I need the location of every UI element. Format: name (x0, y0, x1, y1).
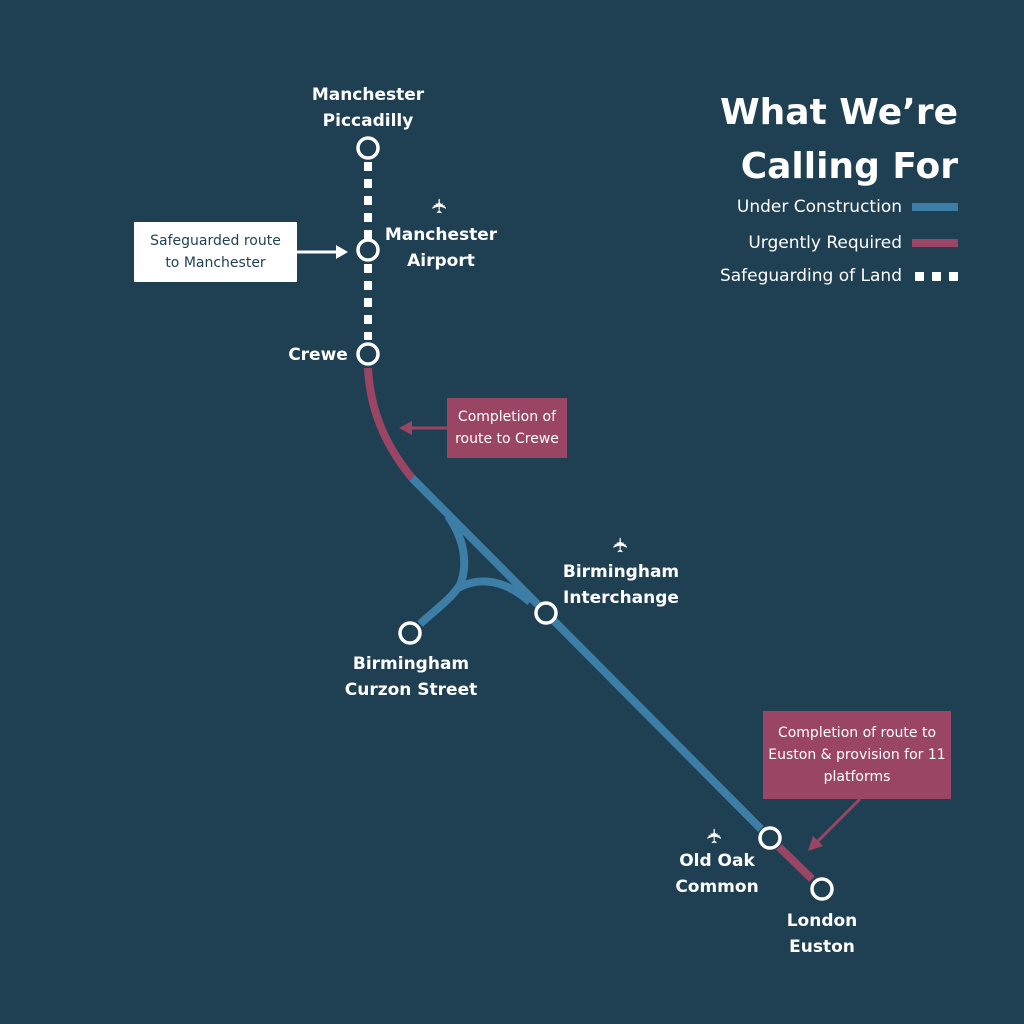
station-name: Airport (407, 251, 475, 271)
station-name: Curzon Street (344, 680, 478, 700)
legend-title-line: Calling For (740, 146, 958, 187)
legend-swatch-dots (912, 271, 958, 281)
station-birmingham-interchange[interactable] (534, 601, 558, 625)
euston-callout-arrow (816, 797, 862, 843)
label-crewe: Crewe (280, 342, 356, 368)
callout-text: Safeguarded route (150, 233, 281, 249)
label-birmingham-interchange: Birmingham Interchange (552, 559, 690, 611)
label-old-oak: Old Oak Common (664, 848, 770, 900)
main-construction-line (409, 475, 764, 832)
station-name: Birmingham (352, 654, 470, 674)
arrowhead (808, 836, 823, 851)
legend-title: What We’re Calling For (720, 86, 958, 194)
curzon-spur-south (456, 577, 533, 606)
label-birmingham-curzon: Birmingham Curzon Street (336, 651, 486, 703)
station-name: Euston (789, 937, 855, 957)
label-euston: London Euston (772, 908, 872, 960)
callout-safeguarded-manchester: Safeguarded route to Manchester (134, 222, 297, 282)
callout-text: to Manchester (165, 255, 266, 271)
label-manchester-piccadilly: Manchester Piccadilly (300, 82, 436, 134)
station-name: Manchester (311, 85, 425, 105)
station-name: Old Oak (679, 851, 755, 871)
airplane-icon: ✈ (427, 197, 452, 215)
airplane-icon: ✈ (608, 536, 633, 554)
legend-label: Safeguarding of Land (719, 266, 902, 286)
station-manchester-piccadilly[interactable] (356, 136, 380, 160)
station-name: Interchange (563, 588, 679, 608)
callout-text: platforms (823, 769, 891, 785)
callout-crewe: Completion of route to Crewe (447, 398, 567, 458)
legend-item-under-construction: Under Construction (737, 197, 958, 217)
legend-swatch-red (912, 239, 958, 247)
station-name: Birmingham (562, 562, 680, 582)
legend-swatch-blue (912, 203, 958, 211)
legend-label: Under Construction (736, 197, 902, 217)
station-birmingham-curzon[interactable] (398, 621, 422, 645)
station-euston[interactable] (810, 877, 834, 901)
station-name: Piccadilly (322, 111, 414, 131)
legend-item-urgently-required: Urgently Required (748, 233, 958, 253)
callout-text: Completion of route to (777, 725, 937, 741)
legend-item-safeguarding: Safeguarding of Land (720, 266, 958, 286)
station-name: Crewe (288, 345, 348, 365)
station-name: Common (675, 877, 759, 897)
callout-text: route to Crewe (455, 431, 559, 447)
station-old-oak[interactable] (758, 826, 782, 850)
station-name: London (786, 911, 858, 931)
arrowhead (336, 245, 348, 259)
station-name: Manchester (384, 225, 498, 245)
arrowhead (399, 421, 412, 435)
curzon-spur-west (417, 513, 469, 627)
callout-text: Euston & provision for 11 (768, 747, 946, 763)
legend-label: Urgently Required (748, 233, 902, 253)
station-manchester-airport[interactable] (356, 238, 380, 262)
station-crewe[interactable] (356, 342, 380, 366)
crewe-urgent-line (364, 367, 416, 481)
legend-title-line: What We’re (719, 92, 958, 133)
label-manchester-airport: Manchester Airport (373, 222, 509, 274)
callout-text: Completion of (457, 409, 557, 425)
callout-euston: Completion of route to Euston & provisio… (763, 711, 951, 799)
euston-urgent-line (776, 844, 815, 882)
airplane-icon: ✈ (702, 827, 727, 845)
